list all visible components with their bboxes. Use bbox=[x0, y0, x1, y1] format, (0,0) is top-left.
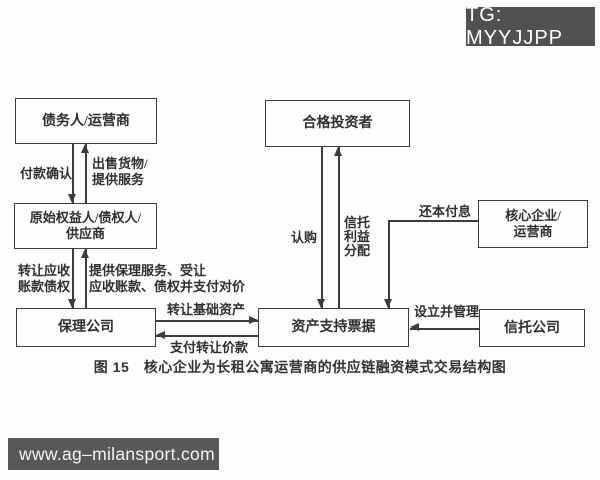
arrowhead-left-icon bbox=[156, 331, 165, 339]
watermark-bar: www.ag–milansport.com bbox=[8, 438, 219, 470]
edge-trust-benefit-line bbox=[338, 147, 340, 308]
label-repay: 还本付息 bbox=[419, 204, 472, 219]
edge-repay-vertical-line bbox=[388, 220, 390, 308]
arrowhead-up-icon bbox=[81, 249, 89, 258]
arrowhead-right-icon bbox=[249, 316, 258, 324]
label-provide-factoring: 提供保理服务、受让 应收账款、债权并支付对价 bbox=[89, 263, 246, 294]
label-trust-benefit: 信托 利益 分配 bbox=[344, 215, 371, 258]
label-transfer-assets: 转让基础资产 bbox=[167, 302, 246, 317]
label-transfer-receivables: 转让应收 账款债权 bbox=[18, 263, 71, 294]
node-qualified-investors: 合格投资者 bbox=[265, 100, 410, 147]
figure-caption: 图 15 核心企业为长租公寓运营商的供应链融资模式交易结构图 bbox=[93, 359, 507, 375]
node-original-obligee-supplier: 原始权益人/债权人/ 供应商 bbox=[14, 203, 157, 249]
label-subscribe: 认购 bbox=[291, 230, 318, 245]
edge-establish-manage-line bbox=[410, 328, 479, 330]
arrowhead-up-icon bbox=[81, 144, 89, 153]
node-core-enterprise-operator: 核心企业/ 运营商 bbox=[478, 200, 588, 248]
node-debtor-operator: 债务人/运营商 bbox=[15, 98, 157, 144]
edge-sell-goods-line bbox=[85, 144, 87, 203]
arrowhead-up-icon bbox=[334, 147, 342, 156]
edge-provide-factoring-line bbox=[85, 249, 87, 308]
tg-badge: TG: MYYJJPP bbox=[466, 4, 595, 49]
edge-transfer-receivables-line bbox=[72, 249, 74, 308]
edge-repay-horizontal-line bbox=[388, 220, 478, 222]
arrowhead-left-icon bbox=[410, 323, 419, 331]
node-trust-company: 信托公司 bbox=[479, 309, 585, 347]
label-sell-goods: 出售货物/ 提供服务 bbox=[92, 156, 148, 187]
label-pay-price: 支付转让价款 bbox=[170, 340, 249, 355]
edge-payment-confirm-line bbox=[72, 144, 74, 203]
edge-pay-price-line bbox=[156, 335, 258, 337]
arrowhead-down-icon bbox=[384, 299, 392, 308]
label-payment-confirm: 付款确认 bbox=[20, 166, 73, 181]
edge-subscribe-line bbox=[321, 147, 323, 308]
node-asset-backed-notes: 资产支持票据 bbox=[258, 308, 409, 347]
label-establish-manage: 设立并管理 bbox=[414, 304, 480, 319]
node-factoring-company: 保理公司 bbox=[16, 308, 156, 347]
arrowhead-down-icon bbox=[68, 299, 76, 308]
arrowhead-down-icon bbox=[317, 299, 325, 308]
edge-transfer-assets-line bbox=[156, 320, 258, 322]
arrowhead-down-icon bbox=[68, 194, 76, 203]
